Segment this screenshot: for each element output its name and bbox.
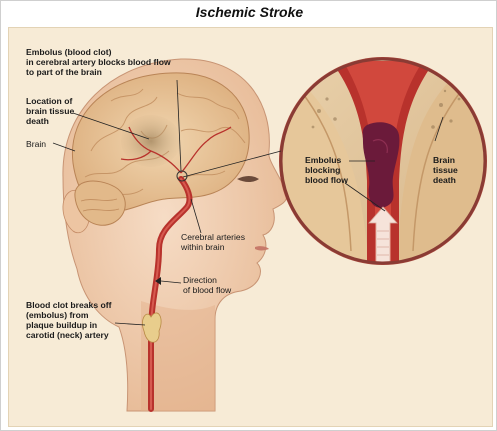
label-cerebral-arteries: Cerebral arteries within brain bbox=[181, 232, 245, 252]
brain-illustration bbox=[71, 72, 250, 226]
magnified-inset bbox=[279, 57, 487, 265]
label-embolus-artery: Embolus (blood clot) in cerebral artery … bbox=[26, 47, 171, 77]
label-clot-breaks-off: Blood clot breaks off (embolus) from pla… bbox=[26, 300, 112, 340]
figure-title: Ischemic Stroke bbox=[195, 4, 304, 20]
carotid-artery bbox=[142, 170, 193, 412]
label-direction-blood-flow: Direction of blood flow bbox=[183, 275, 232, 295]
label-brain: Brain bbox=[26, 139, 47, 149]
leader-lines bbox=[52, 79, 444, 326]
label-location-tissue-death: Location of brain tissue death bbox=[26, 96, 75, 126]
label-brain-tissue-death: Brain tissue death bbox=[433, 155, 458, 185]
label-embolus-blocking: Embolus blocking blood flow bbox=[305, 155, 348, 185]
